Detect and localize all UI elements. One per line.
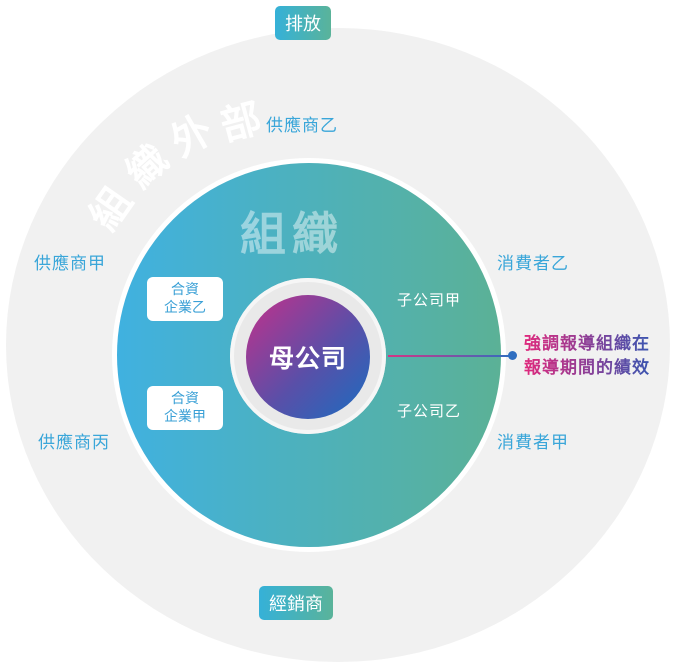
subsidiary-a: 子公司甲 bbox=[397, 291, 462, 309]
consumer-b: 消費者乙 bbox=[497, 254, 569, 274]
callout-dot bbox=[508, 351, 517, 360]
supplier-c: 供應商丙 bbox=[38, 433, 110, 453]
subsidiary-b: 子公司乙 bbox=[397, 402, 462, 420]
jv-line: 合資 bbox=[171, 282, 199, 298]
joint-venture-a: 合資企業甲 bbox=[147, 386, 223, 430]
note-line: 報導期間的績效 bbox=[524, 358, 650, 378]
organization-label: 組織 bbox=[240, 207, 344, 261]
jv-line: 合資 bbox=[171, 391, 199, 407]
jv-line: 企業甲 bbox=[164, 409, 206, 425]
distributor-tag: 經銷商 bbox=[259, 586, 333, 620]
callout-note: 強調報導組織在報導期間的績效 bbox=[524, 332, 650, 380]
supplier-a: 供應商甲 bbox=[34, 254, 106, 274]
parent-company: 母公司 bbox=[246, 295, 370, 419]
note-line: 強調報導組織在 bbox=[524, 334, 650, 354]
jv-line: 企業乙 bbox=[164, 300, 206, 316]
consumer-a: 消費者甲 bbox=[497, 433, 569, 453]
emissions-tag: 排放 bbox=[275, 6, 331, 40]
supplier-b: 供應商乙 bbox=[266, 116, 338, 136]
joint-venture-b: 合資企業乙 bbox=[147, 277, 223, 321]
callout-line bbox=[388, 355, 512, 357]
